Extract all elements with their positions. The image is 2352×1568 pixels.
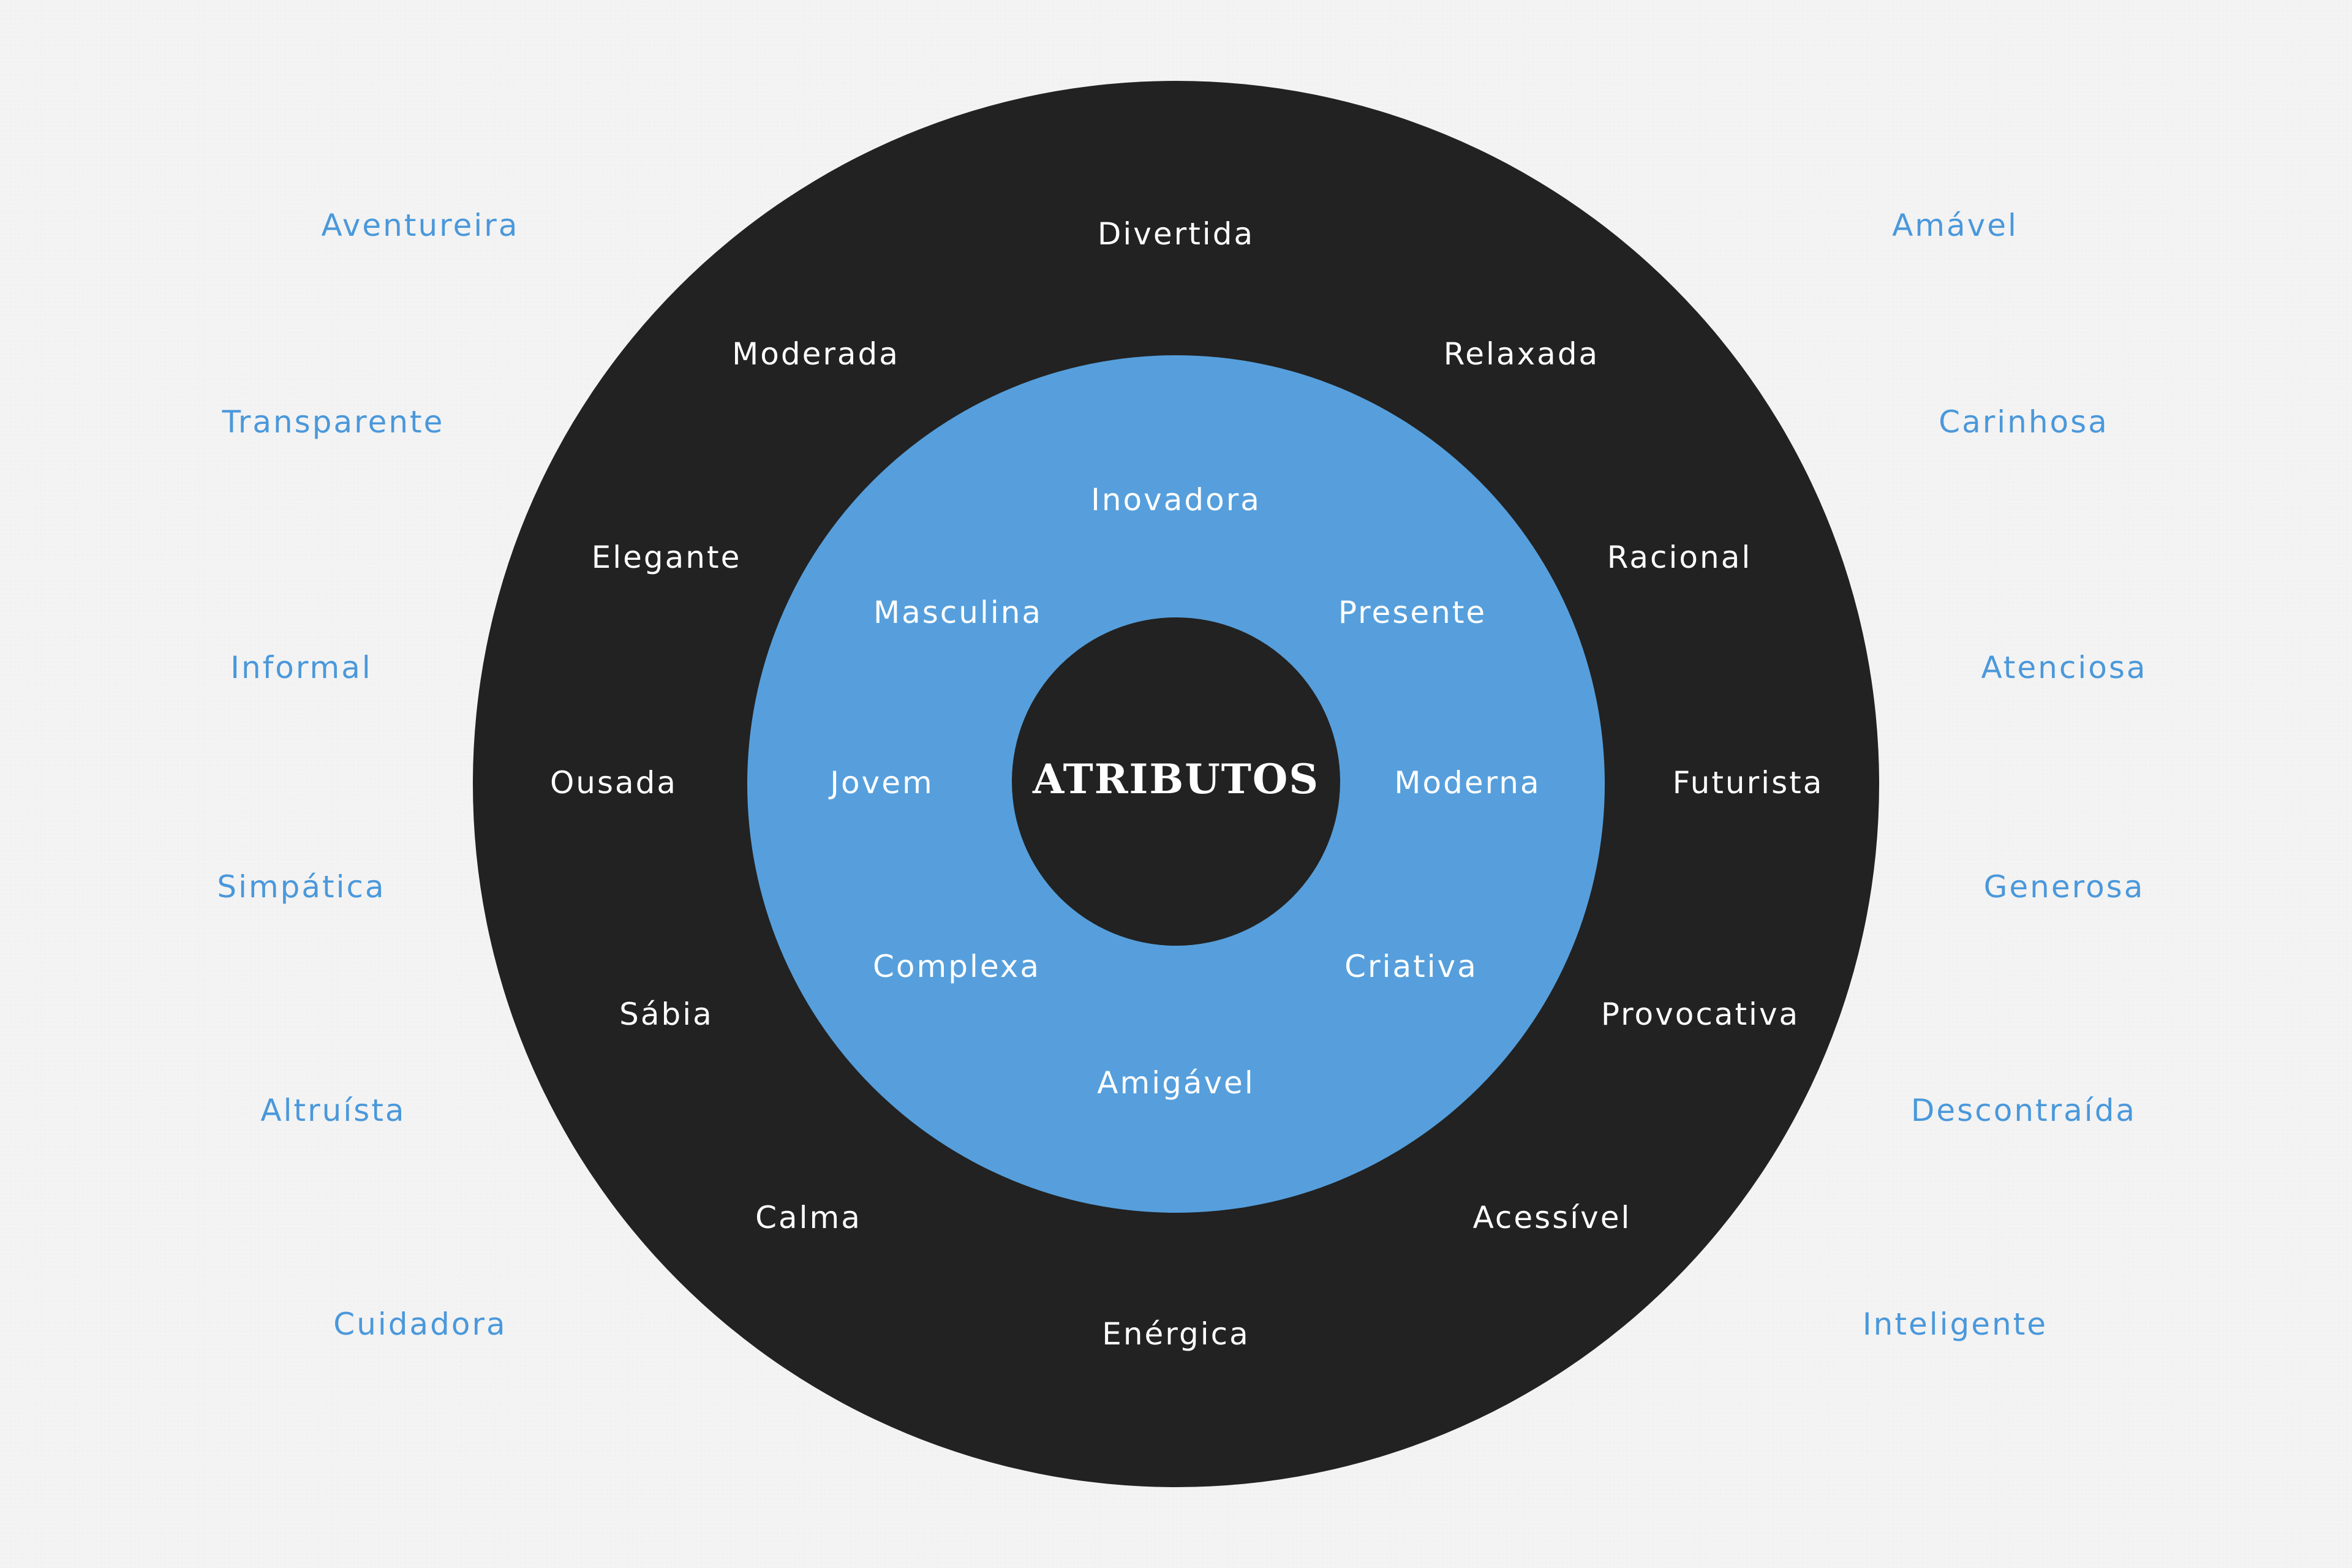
- outer-label-racional: Racional: [1607, 540, 1752, 575]
- outer-label-relaxada: Relaxada: [1443, 336, 1600, 372]
- middle-label-presente: Presente: [1338, 595, 1487, 630]
- outside-label-transparente: Transparente: [222, 404, 445, 440]
- middle-label-moderna: Moderna: [1394, 765, 1541, 801]
- center-core-circle: [1012, 617, 1340, 946]
- outside-label-simpatica: Simpática: [217, 869, 386, 905]
- outside-label-carinhosa: Carinhosa: [1939, 404, 2109, 440]
- outer-label-moderada: Moderada: [732, 336, 900, 372]
- middle-label-amigavel: Amigável: [1097, 1065, 1255, 1101]
- middle-label-criativa: Criativa: [1344, 949, 1478, 984]
- middle-label-jovem: Jovem: [830, 765, 934, 801]
- outer-label-ousada: Ousada: [549, 765, 678, 801]
- outside-label-cuidadora: Cuidadora: [333, 1306, 507, 1342]
- outer-label-futurista: Futurista: [1672, 765, 1824, 801]
- outer-label-sabia: Sábia: [619, 997, 714, 1032]
- outer-label-provocativa: Provocativa: [1600, 997, 1800, 1032]
- outside-label-atenciosa: Atenciosa: [1981, 650, 2147, 685]
- middle-label-inovadora: Inovadora: [1091, 482, 1261, 518]
- diagram-center-title: ATRIBUTOS: [1032, 755, 1320, 803]
- outer-label-energica: Enérgica: [1102, 1316, 1250, 1352]
- outside-label-aventureira: Aventureira: [321, 208, 519, 243]
- outside-label-descontraida: Descontraída: [1910, 1093, 2137, 1128]
- outer-label-acessivel: Acessível: [1472, 1200, 1632, 1235]
- outside-label-inteligente: Inteligente: [1862, 1306, 2048, 1342]
- outer-label-calma: Calma: [755, 1200, 862, 1235]
- outside-label-informal: Informal: [230, 650, 372, 685]
- outside-label-amavel: Amável: [1892, 208, 2018, 243]
- outer-label-divertida: Divertida: [1097, 216, 1255, 252]
- middle-label-masculina: Masculina: [873, 595, 1043, 630]
- outside-label-generosa: Generosa: [1983, 869, 2145, 905]
- outside-label-altruista: Altruísta: [260, 1093, 406, 1128]
- middle-label-complexa: Complexa: [873, 949, 1041, 984]
- outer-label-elegante: Elegante: [591, 540, 742, 575]
